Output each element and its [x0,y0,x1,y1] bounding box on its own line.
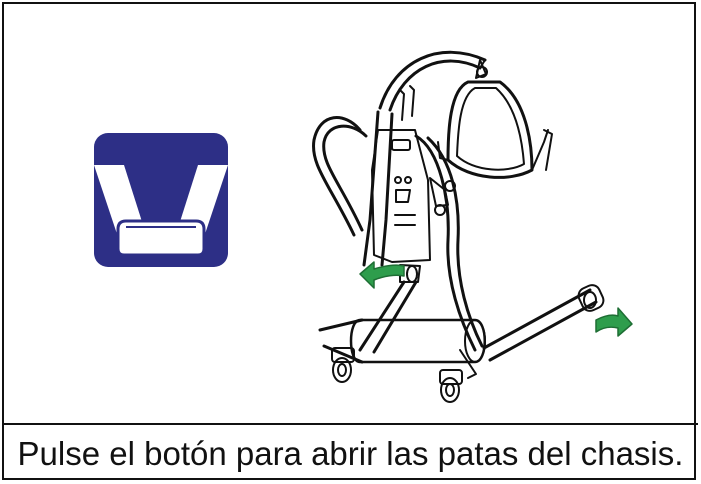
caption-divider [2,423,698,425]
instruction-caption: Pulse el botón para abrir las patas del … [17,435,684,472]
sling-icon [94,133,228,267]
patient-lift-illustration [300,30,650,410]
card-frame [2,2,696,480]
